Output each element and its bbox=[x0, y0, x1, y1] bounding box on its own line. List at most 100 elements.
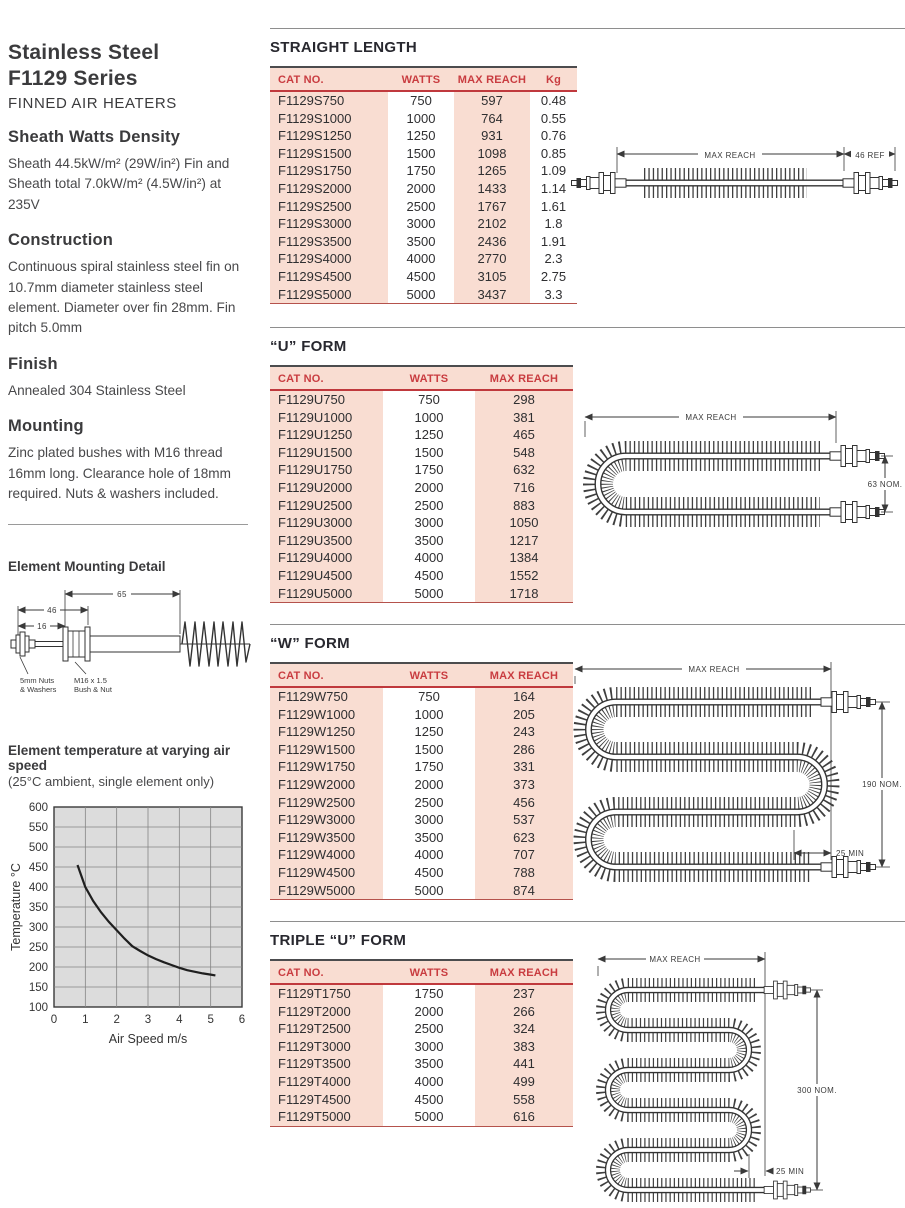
cell: F1129U750 bbox=[270, 390, 383, 409]
page-title-line2: F1129 Series bbox=[8, 67, 138, 91]
cell: 623 bbox=[475, 828, 573, 847]
dim-25-min: 25 MIN bbox=[836, 849, 864, 858]
cell: 4500 bbox=[414, 864, 444, 880]
cell: 4500 bbox=[414, 1091, 444, 1107]
cell: 1.61 bbox=[540, 198, 567, 214]
svg-text:Temperature °C: Temperature °C bbox=[9, 864, 23, 952]
cell: F1129S2500 bbox=[270, 197, 388, 216]
cell: 1500 bbox=[414, 741, 444, 757]
terminal-bush bbox=[842, 172, 898, 194]
cell: 2.75 bbox=[540, 268, 567, 284]
triple-u-form-diagram: MAX REACH 300 NOM. 25 MIN bbox=[596, 952, 841, 1202]
svg-text:& Washers: & Washers bbox=[20, 685, 57, 694]
cell: 383 bbox=[475, 1037, 573, 1056]
terminal-bush bbox=[820, 691, 876, 713]
cell: F1129S1500 bbox=[270, 144, 388, 163]
cell: F1129W3500 bbox=[270, 828, 383, 847]
cell: 2436 bbox=[454, 232, 530, 251]
heading-construction: Construction bbox=[8, 231, 114, 250]
cell: 2000 bbox=[414, 1003, 444, 1019]
cell: 1.14 bbox=[540, 180, 567, 196]
cell: 1050 bbox=[475, 514, 573, 532]
cell: 4000 bbox=[406, 251, 436, 267]
cell: F1129W1000 bbox=[270, 705, 383, 724]
svg-text:450: 450 bbox=[29, 862, 48, 874]
body-sheath-watts-density: Sheath 44.5kW/m² (29W/in²) Fin and Sheat… bbox=[8, 156, 230, 212]
cell: 1.8 bbox=[544, 216, 563, 232]
cell: 456 bbox=[475, 793, 573, 812]
cell: 750 bbox=[418, 689, 440, 704]
cell: 4000 bbox=[414, 550, 444, 566]
svg-text:0: 0 bbox=[51, 1014, 57, 1026]
cell: 2.3 bbox=[544, 251, 563, 267]
cell: 441 bbox=[475, 1055, 573, 1073]
cell: F1129S5000 bbox=[270, 285, 388, 304]
element-mounting-diagram: 65 46 16 5mm Nuts & Washers M16 x 1.5 bbox=[10, 588, 251, 694]
cell: F1129S1000 bbox=[270, 109, 388, 128]
cell: 373 bbox=[475, 775, 573, 794]
cell: 2500 bbox=[414, 1021, 444, 1037]
dim-300-nom: 300 NOM. bbox=[797, 1086, 837, 1095]
cell: F1129U1500 bbox=[270, 443, 383, 462]
cell: 1750 bbox=[414, 986, 444, 1001]
cell: F1129W2500 bbox=[270, 793, 383, 812]
section-rule bbox=[270, 28, 905, 29]
straight-length-diagram: MAX REACH 46 REF bbox=[571, 147, 898, 198]
svg-text:600: 600 bbox=[29, 802, 48, 814]
cell: 4000 bbox=[414, 1073, 444, 1089]
cell: 1750 bbox=[406, 163, 436, 179]
cell: 616 bbox=[475, 1108, 573, 1127]
cell: 1265 bbox=[454, 162, 530, 180]
terminal-bush bbox=[763, 1180, 811, 1200]
cell: 1552 bbox=[475, 566, 573, 585]
cell: 499 bbox=[475, 1072, 573, 1091]
column-header: CAT NO. bbox=[270, 663, 383, 688]
cell: F1129S1750 bbox=[270, 162, 388, 180]
cell: 1500 bbox=[406, 145, 436, 161]
terminal-bush bbox=[829, 445, 885, 467]
svg-text:350: 350 bbox=[29, 902, 48, 914]
section-title-w-form: “W” FORM bbox=[270, 635, 350, 652]
column-header: WATTS bbox=[383, 366, 475, 391]
column-header: MAX REACH bbox=[454, 67, 530, 92]
cell: 0.48 bbox=[540, 93, 567, 108]
svg-text:100: 100 bbox=[29, 1002, 48, 1014]
dim-65: 65 bbox=[117, 590, 127, 599]
cell: F1129T5000 bbox=[270, 1108, 383, 1127]
cell: 0.85 bbox=[540, 145, 567, 161]
cell: F1129W750 bbox=[270, 687, 383, 706]
cell: F1129T3500 bbox=[270, 1055, 383, 1073]
heading-finish: Finish bbox=[8, 354, 58, 373]
cell: 286 bbox=[475, 740, 573, 759]
cell: 2500 bbox=[414, 497, 444, 513]
cell: 632 bbox=[475, 461, 573, 479]
cell: 266 bbox=[475, 1002, 573, 1021]
cell: F1129T2000 bbox=[270, 1002, 383, 1021]
cell: F1129U1750 bbox=[270, 461, 383, 479]
cell: F1129W4000 bbox=[270, 846, 383, 864]
column-header: WATTS bbox=[383, 960, 475, 985]
cell: 2500 bbox=[414, 794, 444, 810]
cell: 237 bbox=[475, 984, 573, 1003]
column-header: Kg bbox=[530, 67, 577, 92]
page-title-line1: Stainless Steel bbox=[8, 41, 160, 64]
cell: 750 bbox=[418, 392, 440, 407]
